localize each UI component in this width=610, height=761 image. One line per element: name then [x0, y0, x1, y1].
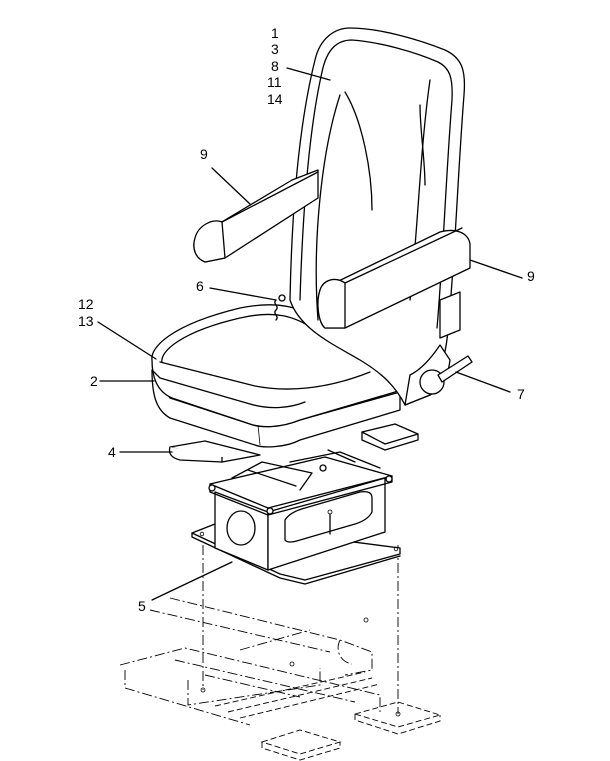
- floor-mount-pad-front: [260, 729, 342, 761]
- callout-12: 12: [78, 296, 94, 312]
- mounting-center-lines: [202, 545, 399, 714]
- callout-3: 3: [271, 41, 279, 57]
- callout-9-left: 9: [200, 146, 208, 162]
- callout-4: 4: [108, 444, 116, 460]
- callout-8: 8: [271, 58, 279, 74]
- callout-14: 14: [267, 91, 283, 107]
- callout-7: 7: [517, 386, 525, 402]
- callout-9-right: 9: [527, 268, 535, 284]
- armrest-right: [317, 227, 471, 329]
- floor-mount-pad-right: [353, 701, 442, 735]
- leader-lines: [97, 67, 523, 601]
- callout-2: 2: [90, 373, 98, 389]
- callout-6: 6: [196, 278, 204, 294]
- cab-floor-outline: [119, 597, 381, 726]
- recline-handle: [404, 291, 473, 406]
- callout-13: 13: [78, 313, 94, 329]
- lumbar-knob: [274, 294, 286, 321]
- fore-aft-handle: [168, 423, 419, 463]
- armrest-left: [193, 169, 319, 263]
- seat-riser-base: [191, 449, 401, 585]
- callout-5: 5: [138, 598, 146, 614]
- callout-1: 1: [271, 25, 279, 41]
- callout-11: 11: [267, 74, 282, 90]
